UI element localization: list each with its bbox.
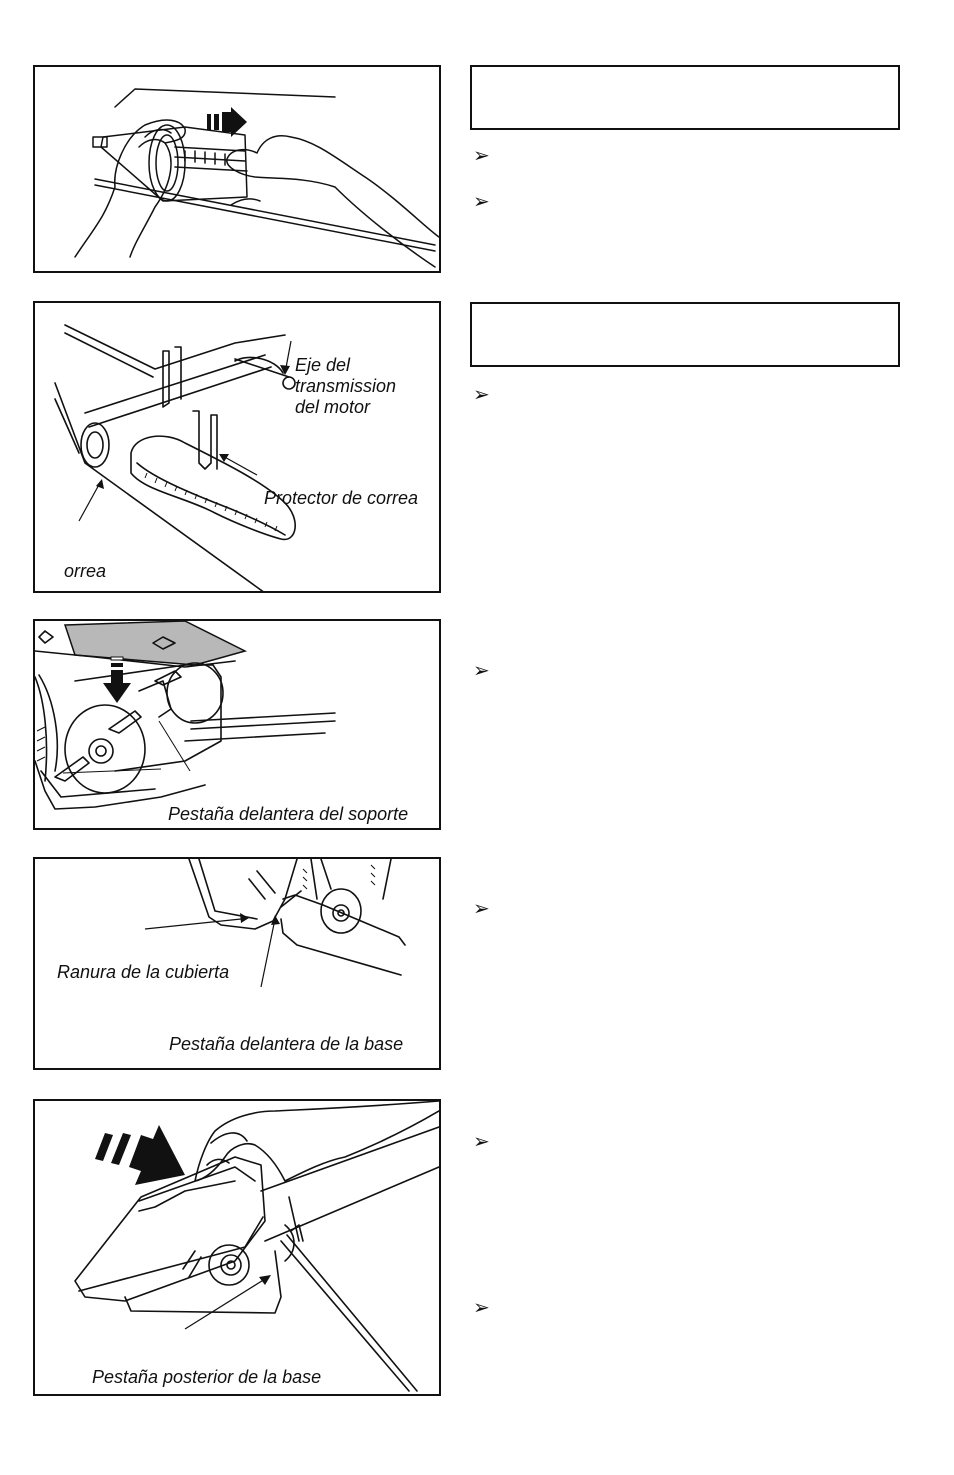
section-heading-box-1 <box>470 65 900 130</box>
cover-slot-illustration <box>144 859 406 988</box>
illustration-panel-3: Pestaña delantera del soporte <box>33 619 441 830</box>
bullet-icon: ➢ <box>473 896 490 920</box>
bullet-icon: ➢ <box>473 1295 490 1319</box>
section-heading-box-2 <box>470 302 900 367</box>
bullet-icon: ➢ <box>473 1129 490 1153</box>
brushroll-install-illustration <box>74 88 439 268</box>
bracket-front-tab-label: Pestaña delantera del soporte <box>168 804 409 824</box>
bullet-icon: ➢ <box>473 189 490 213</box>
cover-press-illustration <box>74 1101 439 1392</box>
base-rear-tab-label: Pestaña posterior de la base <box>92 1367 322 1387</box>
arrow-push-icon <box>95 1125 185 1185</box>
cover-slot-label: Ranura de la cubierta <box>57 962 230 982</box>
bullet-icon: ➢ <box>473 382 490 406</box>
belt-guard-illustration <box>54 324 296 591</box>
illustration-panel-4: Ranura de la cubierta Pestaña delantera … <box>33 857 441 1070</box>
base-front-tab-label: Pestaña delantera de la base <box>169 1034 404 1054</box>
motor-shaft-label: Eje del transmission del motor <box>295 355 397 417</box>
bullet-icon: ➢ <box>473 658 490 682</box>
illustration-panel-5: Pestaña posterior de la base <box>33 1099 441 1396</box>
bullet-icon: ➢ <box>473 143 490 167</box>
arrow-right-icon <box>207 107 247 137</box>
illustration-panel-2: Eje del transmission del motor Protector… <box>33 301 441 593</box>
belt-label: orrea <box>64 561 107 581</box>
illustration-panel-1 <box>33 65 441 273</box>
belt-guard-label: Protector de correa <box>264 488 419 508</box>
arrow-down-icon <box>103 656 131 703</box>
bracket-insert-illustration <box>35 621 336 810</box>
